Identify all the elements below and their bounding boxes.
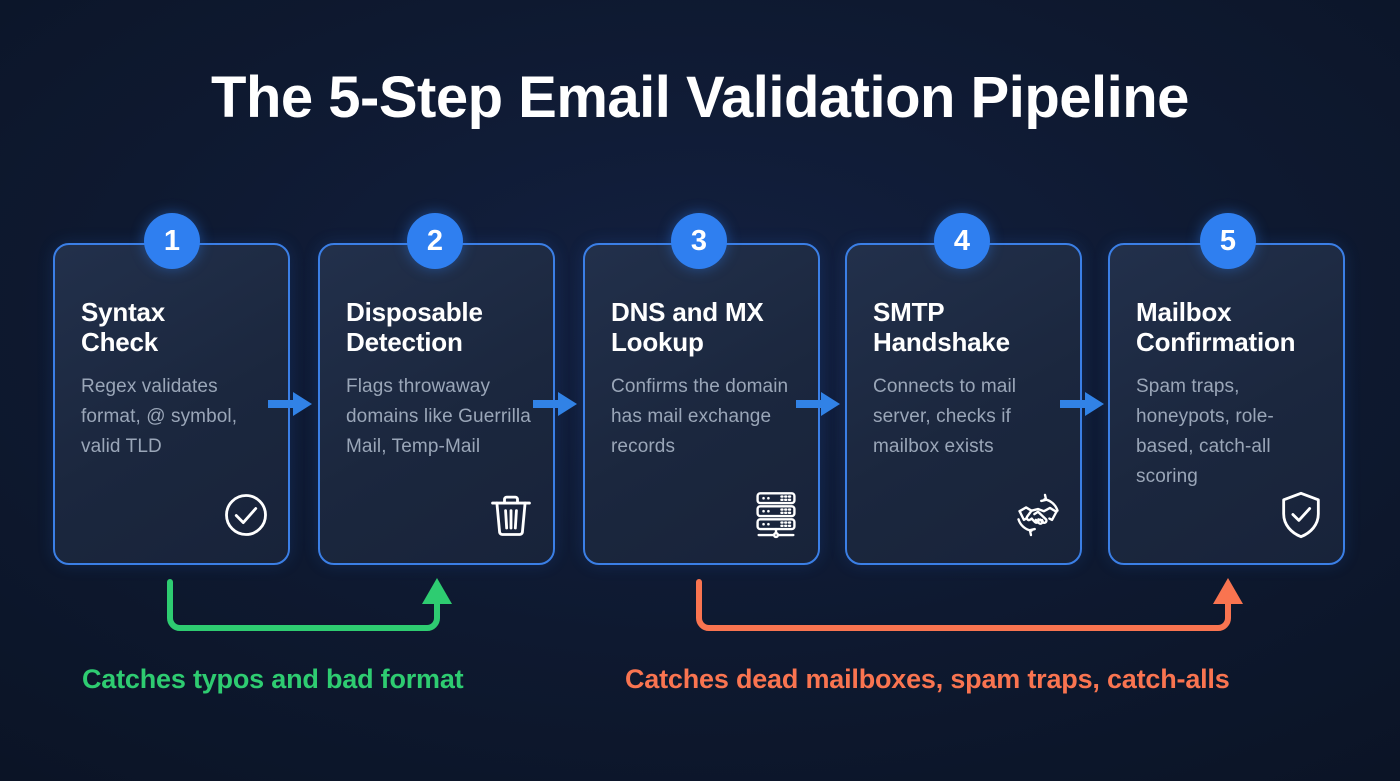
step-card-5-content: Mailbox Confirmation Spam traps, honeypo… xyxy=(1136,297,1323,492)
group-bracket-orange xyxy=(680,572,1260,647)
server-rack-icon xyxy=(750,489,802,541)
step-card-4-title: SMTP Handshake xyxy=(873,297,1010,358)
step-badge-3: 3 xyxy=(671,213,727,269)
page-title: The 5-Step Email Validation Pipeline xyxy=(211,65,1189,130)
step-card-2-description: Flags throwaway domains like Guerrilla M… xyxy=(346,376,531,457)
step-card-1-title: Syntax Check xyxy=(81,297,166,358)
group-label-green: Catches typos and bad format xyxy=(82,664,464,694)
step-card-3-content: DNS and MX Lookup Confirms the domain ha… xyxy=(611,297,798,462)
step-badge-4: 4 xyxy=(934,213,990,269)
group-bracket-green xyxy=(150,572,470,647)
step-card-3[interactable]: DNS and MX Lookup Confirms the domain ha… xyxy=(583,243,820,565)
step-card-1-description: Regex validates format, @ symbol, valid … xyxy=(81,376,238,457)
step-card-5-title: Mailbox Confirmation xyxy=(1136,297,1296,358)
arrow-right-icon-3-4 xyxy=(796,386,842,422)
handshake-sync-icon xyxy=(1012,489,1064,541)
arrow-right-icon-2-3 xyxy=(533,386,579,422)
step-card-5-description: Spam traps, honeypots, role-based, catch… xyxy=(1136,376,1274,487)
arrow-right-icon-4-5 xyxy=(1060,386,1106,422)
trash-icon xyxy=(485,489,537,541)
shield-check-icon xyxy=(1275,489,1327,541)
step-badge-2: 2 xyxy=(407,213,463,269)
step-card-1-content: Syntax Check Regex validates format, @ s… xyxy=(81,297,268,462)
group-label-orange: Catches dead mailboxes, spam traps, catc… xyxy=(625,664,1230,694)
step-card-1[interactable]: Syntax Check Regex validates format, @ s… xyxy=(53,243,290,565)
step-badge-1: 1 xyxy=(144,213,200,269)
step-card-2-content: Disposable Detection Flags throwaway dom… xyxy=(346,297,533,462)
step-card-3-description: Confirms the domain has mail exchange re… xyxy=(611,376,789,457)
step-card-3-title: DNS and MX Lookup xyxy=(611,297,764,358)
step-badge-5: 5 xyxy=(1200,213,1256,269)
arrow-right-icon-1-2 xyxy=(268,386,314,422)
step-card-2[interactable]: Disposable Detection Flags throwaway dom… xyxy=(318,243,555,565)
step-card-2-title: Disposable Detection xyxy=(346,297,483,358)
step-card-5[interactable]: Mailbox Confirmation Spam traps, honeypo… xyxy=(1108,243,1345,565)
step-card-4[interactable]: SMTP Handshake Connects to mail server, … xyxy=(845,243,1082,565)
step-card-4-content: SMTP Handshake Connects to mail server, … xyxy=(873,297,1060,462)
step-card-4-description: Connects to mail server, checks if mailb… xyxy=(873,376,1017,457)
check-circle-icon xyxy=(220,489,272,541)
